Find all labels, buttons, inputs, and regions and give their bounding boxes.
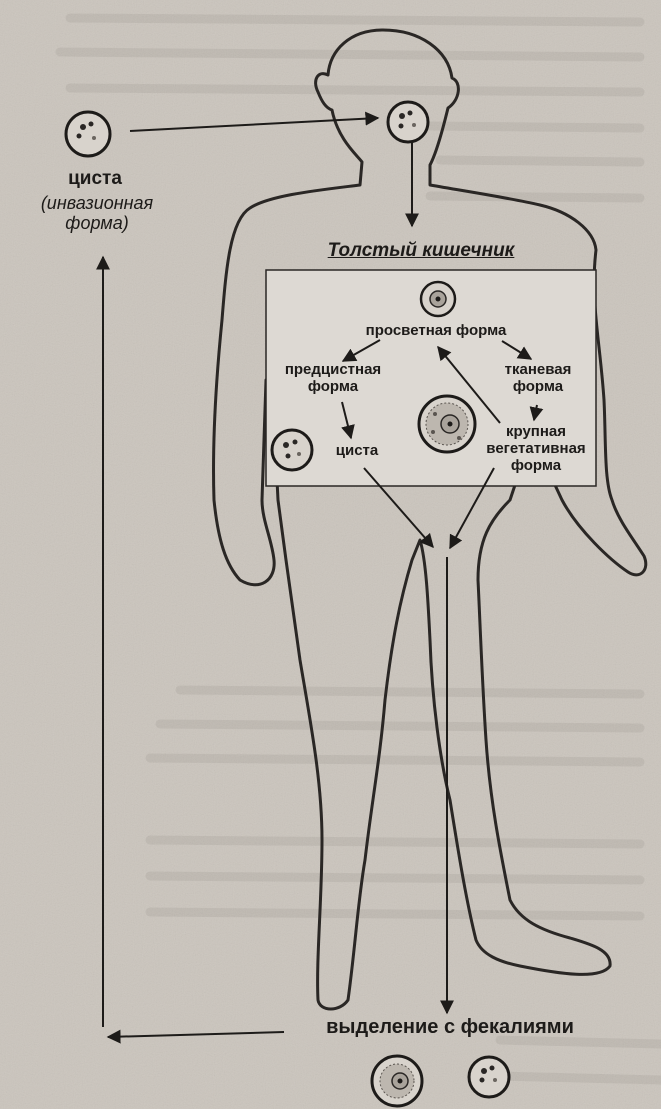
large-vegetative-cell-icon [419, 396, 475, 452]
tissue-form-label: тканевая форма [488, 362, 588, 396]
large-intestine-title: Толстый кишечник [296, 240, 546, 261]
luminal-form-label: просветная форма [336, 323, 536, 340]
intestinal-cyst-icon [272, 430, 312, 470]
excreted-cyst-icon [469, 1057, 509, 1097]
ingested-cyst-icon [388, 102, 428, 142]
luminal-form-cell-icon [421, 282, 455, 316]
cyst-label: циста [40, 168, 150, 189]
excreted-vegetative-icon [372, 1056, 422, 1106]
cyst-to-mouth-arrow [130, 118, 378, 131]
precystic-form-label: предцистная форма [278, 362, 388, 396]
cyst-cell-icon [66, 112, 110, 156]
invasive-form-label: (инвазионная форма) [22, 193, 172, 233]
leftward-arrow [108, 1032, 284, 1037]
excretion-label: выделение с фекалиями [290, 1016, 610, 1038]
large-vegetative-form-label: крупная вегетативная форма [472, 424, 600, 474]
cyst-inner-label: циста [322, 443, 392, 460]
human-body-outline [213, 30, 645, 1009]
